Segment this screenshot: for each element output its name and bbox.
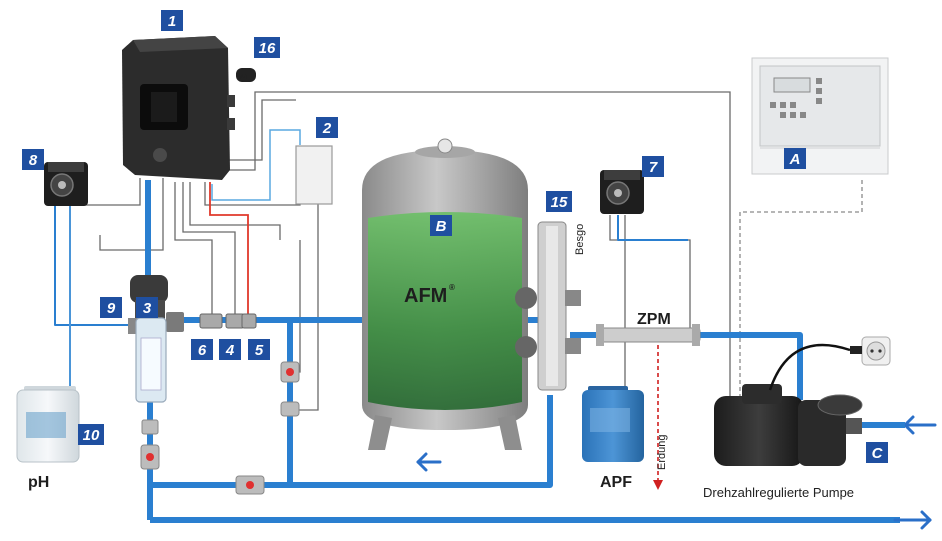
badge-10: 10 [78,424,104,445]
erdung-line [653,345,663,490]
cable-controller-to-pump [222,91,731,400]
red-cable [209,182,249,318]
besgo-valve [515,221,581,391]
electrolysis-cell [128,275,184,403]
svg-text:6: 6 [198,342,207,359]
badges: 1 16 2 8 9 3 6 4 5 10 B 15 7 A C [22,10,888,463]
sand-filter-tank [362,138,528,450]
ph-label: pH [28,474,49,491]
afm-label: AFM [404,285,447,307]
ph-canister [16,386,80,463]
svg-text:9: 9 [107,300,116,317]
control-cables [75,91,731,411]
badge-6: 6 [191,339,213,360]
badge-8: 8 [22,149,44,170]
arrow-right-bottom [893,510,932,530]
arrow-left-inlet [903,415,937,435]
badge-A: A [784,148,806,169]
svg-text:1: 1 [168,13,176,30]
dosing-pump-7 [600,170,644,214]
svg-text:2: 2 [322,120,332,137]
controller-unit[interactable] [122,36,235,180]
control-panel-A [751,57,889,175]
dashed-link-A-pump [739,180,863,400]
svg-text:8: 8 [29,152,38,169]
variable-speed-pump [714,343,863,466]
svg-text:7: 7 [649,159,658,176]
badge-7: 7 [642,156,664,177]
svg-text:15: 15 [551,194,568,211]
zpm-label: ZPM [637,311,671,328]
svg-text:C: C [872,445,884,462]
pump-label: Drehzahlregulierte Pumpe [703,485,854,500]
svg-text:4: 4 [225,342,235,359]
blue-signal-cable [211,129,301,201]
svg-text:10: 10 [83,427,100,444]
arrow-left-filter [416,452,442,472]
apf-label: APF [600,474,632,491]
svg-text:A: A [789,151,801,168]
badge-B: B [430,215,452,236]
wifi-label: WiFi [239,74,253,81]
badge-15: 15 [546,191,572,212]
badge-1: 1 [161,10,183,31]
badge-16: 16 [254,37,280,58]
svg-text:3: 3 [143,300,152,317]
badge-3: 3 [136,297,158,318]
pressure-gauge-icon [437,138,453,154]
svg-text:5: 5 [255,342,264,359]
svg-text:B: B [436,218,447,235]
afm-registered-mark: ® [449,283,455,292]
badge-2: 2 [316,117,338,138]
badge-9: 9 [100,297,122,318]
besgo-label: Besgo [574,224,586,255]
power-socket-icon [850,336,891,366]
badge-C: C [866,442,888,463]
junction-box-2 [295,145,333,205]
sensor-fittings [199,313,257,329]
erdung-label: Erdung [656,435,668,470]
wifi-module: WiFi [236,68,256,82]
apf-canister [582,386,644,462]
badge-5: 5 [248,339,270,360]
afm-filter-media [368,212,522,410]
svg-text:16: 16 [259,40,276,57]
dosing-pump-8 [44,162,88,206]
zpm-electrode [596,324,701,346]
controller-logo-icon [153,148,167,162]
valves [140,361,300,495]
badge-4: 4 [219,339,241,360]
